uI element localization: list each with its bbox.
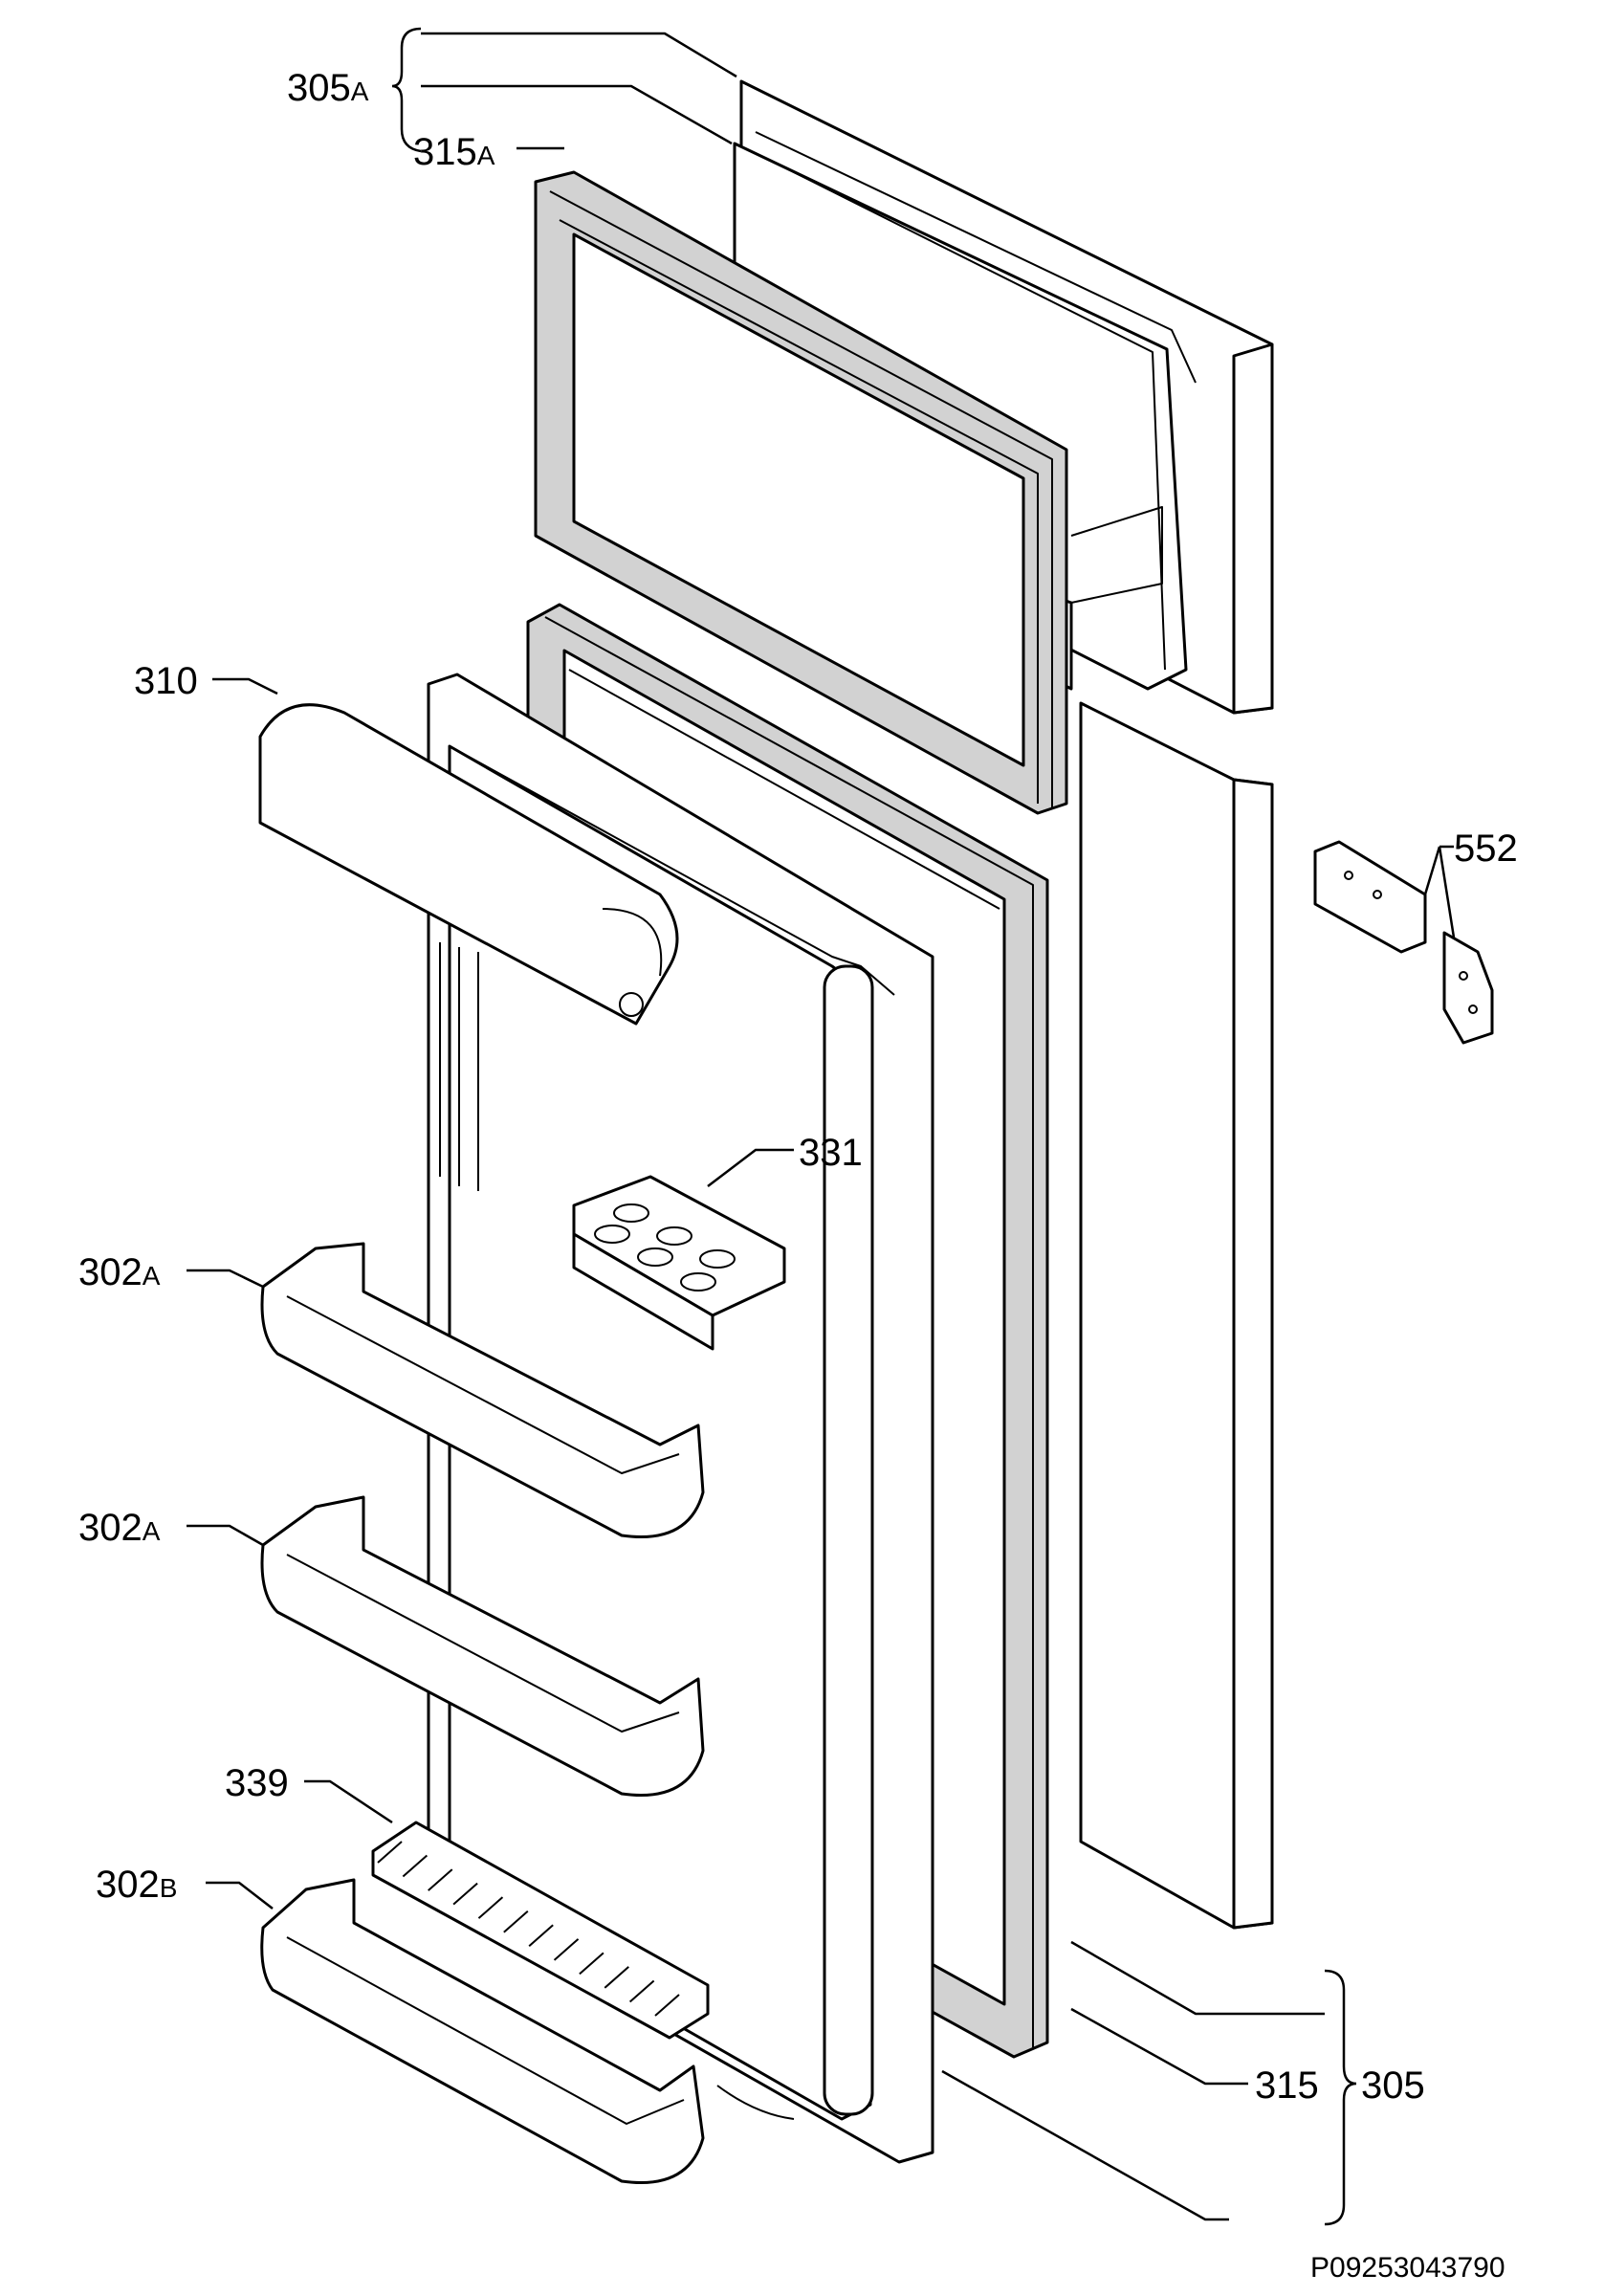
door-bin-302a-lower [260,1495,705,1797]
brace-305 [1324,1969,1357,2226]
bottle-bin-302b [260,1878,795,2184]
label-302b: 302B [96,1864,177,1906]
retainer-rib [402,1854,428,1878]
retainer-rib [477,1896,504,1919]
egg-tray-331 [572,1175,786,1351]
retainer-rib [553,1938,580,1961]
door-bin-302a-upper [260,1242,705,1538]
leader-lines [187,32,1456,2221]
retainer-rib [503,1910,529,1933]
retainer-rib [428,1868,453,1891]
butter-compartment-310 [258,703,679,1026]
retainer-rib [579,1952,604,1976]
label-305: 305 [1361,2064,1425,2107]
label-315: 315 [1255,2064,1319,2107]
freezer-gasket-315a [534,170,1068,815]
brace-305a [391,27,422,153]
label-331: 331 [799,1132,863,1174]
inner-door-liner [427,673,934,2164]
retainer-rib [654,1994,680,2017]
label-339: 339 [225,1762,289,1804]
label-310: 310 [134,660,198,702]
label-302a-lower: 302A [78,1507,161,1549]
retainer-rib [604,1966,629,1989]
callout-labels: 305A 315A 310 552 331 302A 302A 339 302B… [78,67,1518,2107]
label-315a: 315A [413,131,495,173]
label-302a-upper: 302A [78,1251,161,1293]
retainer-rib [452,1882,478,1906]
retainer-rib [628,1979,655,2003]
label-305a: 305A [287,67,369,109]
reference-code: P09253043790 [1310,2252,1505,2284]
retainer-rib [528,1924,554,1948]
label-552: 552 [1454,828,1518,870]
fridge-door-305 [1079,701,1274,1930]
bottle-retainer-339 [371,1821,710,2040]
hinge-brackets-552 [1313,840,1494,1045]
retainer-rib [377,1841,403,1864]
